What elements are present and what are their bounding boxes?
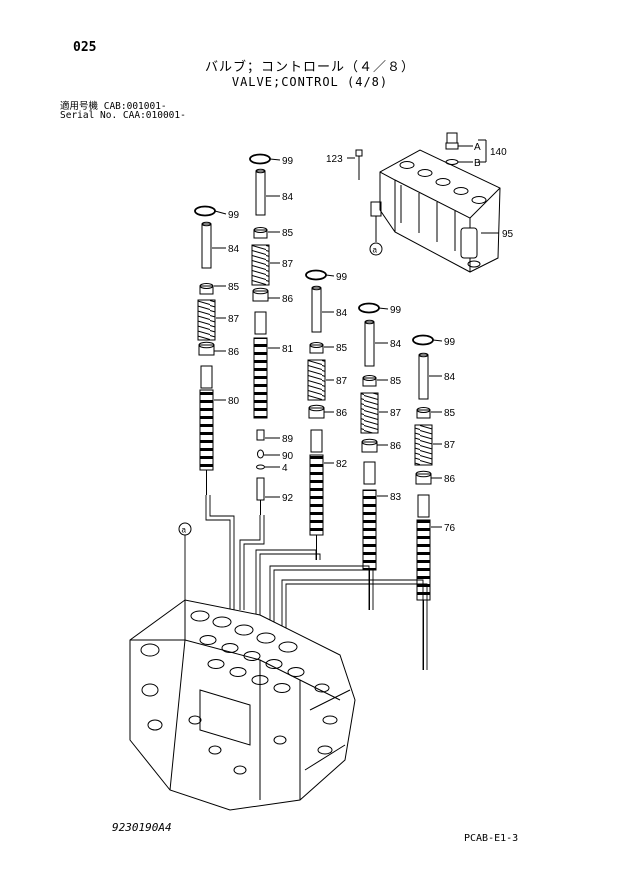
callout-84: 84 [228,244,240,255]
callout-140: 140 [490,147,507,158]
reference-label-a-body: a [182,526,187,535]
sheet-code: PCAB-E1-3 [464,833,519,844]
spool-assembly-81 [249,154,271,515]
callout-85: 85 [282,228,294,239]
reference-circle-a-body [178,522,192,536]
callout-b-oring: B [474,158,481,169]
serial-number-line: Serial No. CAA:010001- [60,110,186,121]
callout-85: 85 [336,343,348,354]
title-japanese: バルブ；コントロール（４／８） [204,60,415,75]
callout-87: 87 [390,408,402,419]
callout-a-plug: A [474,142,481,153]
callout-84: 84 [282,192,294,203]
callout-87: 87 [444,440,456,451]
callout-99: 99 [444,337,456,348]
spool-assembly-82 [305,270,327,560]
assembly-routing-lines [184,495,428,670]
page-number: 025 [73,40,97,55]
callout-86: 86 [228,347,240,358]
callout-76: 76 [444,523,456,534]
reference-label-a-cover: a [373,246,378,255]
callout-84: 84 [390,339,402,350]
callout-99: 99 [390,305,402,316]
valve-cover-95 [347,132,501,273]
callout-95: 95 [502,229,514,240]
callout-99: 99 [336,272,348,283]
callout-83: 83 [390,492,402,503]
callout-99: 99 [282,156,294,167]
callout-84: 84 [336,308,348,319]
callout-92: 92 [282,493,294,504]
control-valve-body [129,599,356,811]
callout-82: 82 [336,459,348,470]
callout-87: 87 [282,259,294,270]
callout-90: 90 [282,451,294,462]
drawing-number: 9230190A4 [112,821,172,834]
applicable-model-line: 適用号機 CAB:001001- [60,101,167,112]
callout-85: 85 [390,376,402,387]
callout-87: 87 [336,376,348,387]
callout-84: 84 [444,372,456,383]
callout-86: 86 [390,441,402,452]
reference-circle-a-cover [369,242,383,256]
callout-89: 89 [282,434,294,445]
callout-86: 86 [282,294,294,305]
spool-assembly-83 [358,303,380,610]
callout-labels: 99 84 85 87 86 80 99 84 85 87 86 81 89 9… [182,142,514,535]
o-rings-99 [194,153,434,346]
callout-81: 81 [282,344,294,355]
spool-assembly-80 [194,206,216,495]
callout-4: 4 [282,463,288,474]
callout-80: 80 [228,396,240,407]
callout-99: 99 [228,210,240,221]
title-english: VALVE;CONTROL (4/8) [231,75,389,89]
callout-86: 86 [336,408,348,419]
callout-86: 86 [444,474,456,485]
callout-85: 85 [228,282,240,293]
callout-87: 87 [228,314,240,325]
callout-85: 85 [444,408,456,419]
callout-leaders [212,158,443,528]
callout-123: 123 [326,154,343,165]
